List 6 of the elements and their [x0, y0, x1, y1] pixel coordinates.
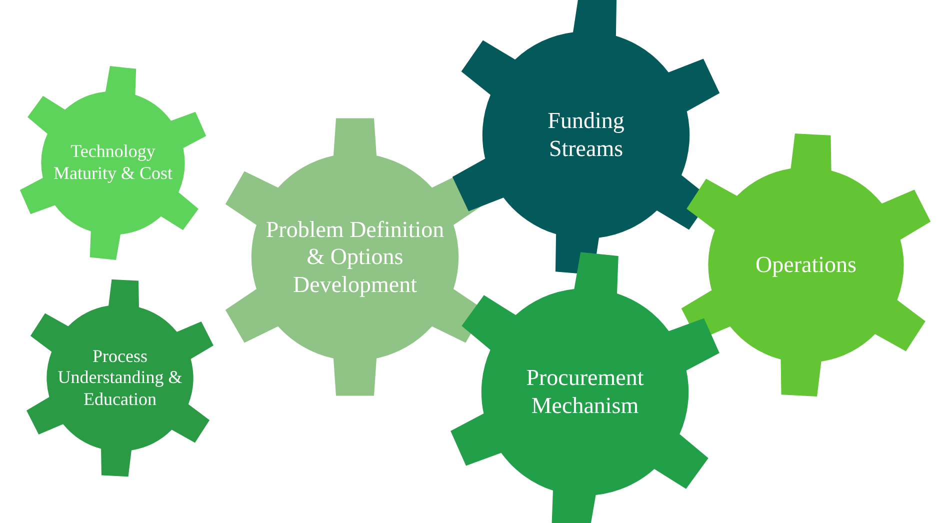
- gear-label: Technology Maturity & Cost: [53, 141, 173, 185]
- gear-label: Process Understanding & Education: [56, 346, 184, 410]
- gear-label: Procurement Mechanism: [525, 364, 645, 420]
- gear-label: Problem Definition & Options Development: [265, 216, 445, 298]
- gear-label: Operations: [754, 251, 858, 279]
- gear-label: Funding Streams: [546, 107, 626, 163]
